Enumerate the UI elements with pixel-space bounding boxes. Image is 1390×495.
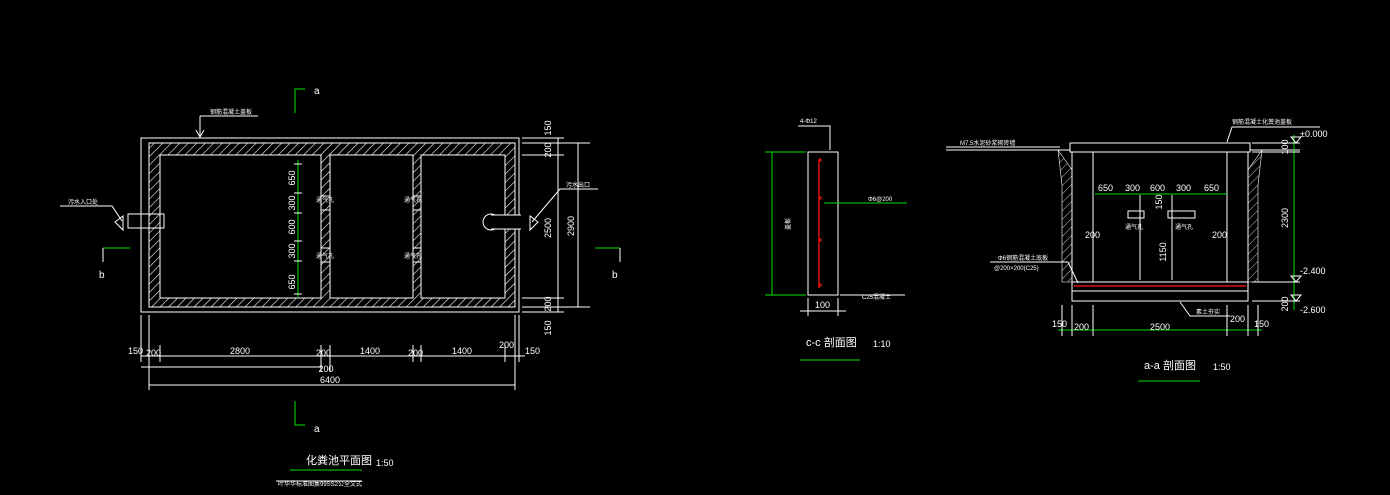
aa-cover-slab [1069, 142, 1251, 153]
c-title: c-c 剖面图 [806, 335, 857, 349]
section-a-bottom: a [314, 424, 320, 435]
aa-dim-bottom: 150 [1052, 319, 1067, 329]
aa-dim-bottom: 2500 [1150, 322, 1170, 332]
hole-label: 通气孔 [316, 196, 334, 204]
aa-base-label2: @200×200(C25) [994, 266, 1039, 272]
dim-right: 150 [543, 320, 553, 335]
c-left-label: 盖板 [784, 218, 792, 230]
dim-right: 2500 [543, 218, 553, 238]
plan-wall-outer [148, 142, 516, 308]
section-marker-a-top [294, 88, 305, 113]
section-b-right: b [612, 270, 618, 281]
dim-right: 200 [543, 142, 553, 157]
aa-dim-top: 600 [1150, 183, 1165, 193]
aa-dim-150: 150 [1154, 194, 1164, 209]
aa-dim-bottom: 200 [1074, 322, 1089, 332]
c-scale: 1:10 [873, 339, 891, 349]
c-concrete-label: C25混凝土 [862, 293, 891, 301]
aa-cover-label: 钢筋混凝土化粪池盖板 [1232, 118, 1292, 126]
aa-wall-right [1226, 151, 1249, 283]
dim-right: 150 [543, 120, 553, 135]
outlet-pipe-body [491, 215, 521, 229]
aa-hole [1127, 210, 1145, 219]
aa-base-label: Φ6钢筋混凝土底板 [998, 254, 1048, 262]
aa-wall-left [1071, 151, 1094, 283]
aa-elev-bot: -2.600 [1300, 305, 1326, 315]
dim-bottom: 200 [499, 340, 514, 350]
dim-bottom: 200 [146, 348, 161, 358]
aa-soil-layer [1071, 290, 1249, 302]
c-top-label: 4-Φ12 [800, 119, 817, 125]
aa-dim-200-left: 200 [1085, 230, 1100, 240]
section-a-view: 通气孔 通气孔 650 300 600 300 650 150 1150 200… [946, 118, 1327, 382]
dim-bottom: 1400 [360, 346, 380, 356]
inlet-pipe [127, 213, 165, 229]
dim-bottom: 150 [525, 346, 540, 356]
aa-dim-top: 300 [1125, 183, 1140, 193]
dim-inner-v: 650 [287, 170, 297, 185]
aa-dim-200-right: 200 [1212, 230, 1227, 240]
plan-wall-hatch [149, 143, 515, 307]
dim-bottom: 200 [316, 348, 331, 358]
aa-dim-bottom: 150 [1254, 319, 1269, 329]
section-b-left: b [99, 270, 105, 281]
aa-dim-top: 650 [1098, 183, 1113, 193]
partition-1 [321, 155, 330, 298]
aa-hole1: 通气孔 [1125, 223, 1143, 231]
plan-scale: 1:50 [376, 458, 394, 468]
hole-label: 通气孔 [404, 252, 422, 260]
aa-title: a-a 剖面图 [1144, 358, 1196, 372]
partition-opening [412, 195, 422, 211]
dim-bottom: 1400 [452, 346, 472, 356]
plan-title: 化粪池平面图 [306, 453, 372, 467]
aa-soil-label: 素土夯实 [1196, 308, 1220, 316]
partition-2 [413, 155, 421, 298]
dim-bottom: 2800 [230, 346, 250, 356]
cover-label: 钢筋混凝土盖板 [210, 108, 252, 116]
aa-dim-1150: 1150 [1158, 242, 1168, 261]
aa-dim-2300: 2300 [1280, 208, 1290, 228]
dim-200-mid: 200 [318, 364, 333, 374]
aa-elev-top: ±0.000 [1300, 129, 1327, 139]
c-rebar-label: Φ6@200 [868, 197, 893, 203]
aa-hole [1167, 210, 1196, 219]
dim-inner-v: 300 [287, 243, 297, 258]
plan-note: 叶华华标准图集99SS2公全文式 [278, 480, 362, 488]
dim-right: 200 [543, 296, 553, 311]
dim-bottom: 150 [128, 346, 143, 356]
chamber-2 [329, 154, 414, 299]
aa-dim-200-bot: 200 [1280, 296, 1290, 311]
partition-opening [320, 247, 331, 263]
section-c-view: 4-Φ12 Φ6@200 C25混凝土 盖板 100 c-c 剖面图 1:10 [765, 119, 907, 361]
dim-total: 6400 [320, 375, 340, 385]
partition-opening [412, 247, 422, 263]
aa-hole2: 通气孔 [1175, 223, 1193, 231]
c-dim-width: 100 [815, 300, 830, 310]
hole-label: 通气孔 [404, 196, 422, 204]
aa-dim-bottom: 200 [1230, 314, 1245, 324]
aa-wall-label: M7.5水泥砂浆砌砖墙 [960, 139, 1015, 147]
dim-2900: 2900 [566, 216, 576, 236]
dim-inner-v: 600 [287, 219, 297, 234]
aa-dim-top: 300 [1176, 183, 1191, 193]
dim-bottom: 200 [408, 348, 423, 358]
slab-section [807, 151, 839, 296]
aa-elev-mid: -2.400 [1300, 266, 1326, 276]
inlet-label: 污水入口处 [68, 198, 98, 206]
dim-inner-v: 300 [287, 195, 297, 210]
partition-opening [320, 195, 331, 211]
aa-dim-top: 650 [1204, 183, 1219, 193]
aa-dim-100: 100 [1280, 139, 1290, 154]
section-a-top: a [314, 86, 320, 97]
hole-label: 通气孔 [316, 252, 334, 260]
aa-scale: 1:50 [1213, 362, 1231, 372]
section-marker-a-bottom [294, 401, 305, 426]
plan-view: 钢筋混凝土盖板 污水入口处 污水出口 通气孔 通气孔 通气孔 通气孔 650 3… [60, 86, 621, 488]
dim-inner-v: 650 [287, 274, 297, 289]
